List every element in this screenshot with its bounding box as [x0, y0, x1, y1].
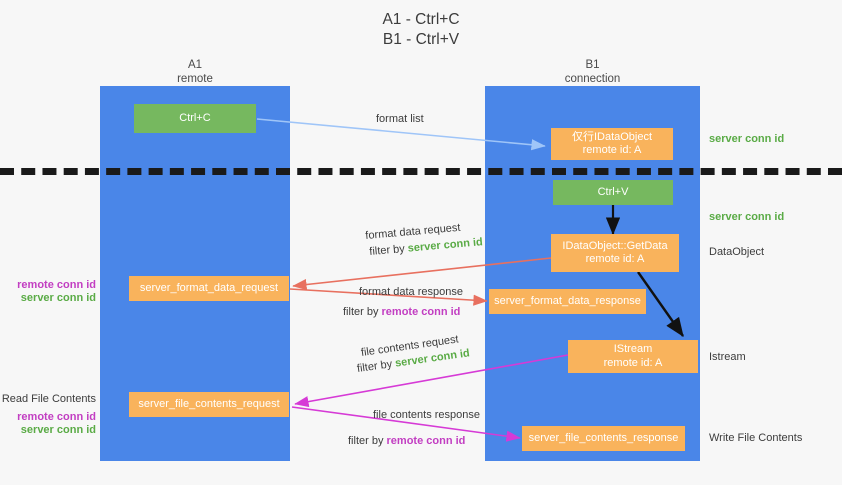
- lane-b1-role: connection: [564, 73, 621, 85]
- lane-header-a1: A1 remote: [100, 58, 290, 86]
- box-ctrl-v[interactable]: Ctrl+V: [553, 180, 673, 205]
- label-filter-by-2: filter by: [343, 306, 379, 318]
- box-server-format-data-response-label: server_format_data_response: [494, 294, 641, 307]
- side-label-server-conn-id-top: server conn id: [709, 133, 785, 145]
- side-label-read-file-contents: Read File Contents: [1, 393, 96, 405]
- lane-b1-name: B1: [585, 59, 600, 71]
- side-label-dataobject: DataObject: [709, 246, 765, 258]
- label-format-data-response: format data response: [359, 285, 463, 299]
- label-filter-by-4: filter by: [348, 435, 384, 447]
- box-ctrl-c-label: Ctrl+C: [179, 111, 211, 124]
- label-filter-by-1: filter by: [368, 242, 406, 259]
- box-getdata-label: IDataObject::GetData: [562, 239, 668, 252]
- label-file-contents-response-line1: file contents response: [373, 409, 481, 421]
- lane-header-b1: B1 connection: [485, 58, 700, 86]
- box-idataobject[interactable]: 仅行IDataObject remote id: A: [551, 128, 673, 160]
- box-server-file-contents-request[interactable]: server_file_contents_request: [129, 392, 289, 417]
- side-label-server-conn-id-upper: server conn id: [20, 292, 96, 304]
- box-idataobject-remote-id: remote id: A: [582, 144, 642, 156]
- box-server-file-contents-request-label: server_file_contents_request: [138, 397, 280, 410]
- box-server-file-contents-response[interactable]: server_file_contents_response: [522, 426, 685, 451]
- label-file-contents-response-filter: filter by remote conn id: [348, 434, 465, 448]
- box-getdata[interactable]: IDataObject::GetData remote id: A: [551, 234, 679, 272]
- label-remote-conn-id-2: remote conn id: [386, 435, 466, 447]
- title-line-1: A1 - Ctrl+C: [382, 11, 460, 28]
- label-file-contents-response: file contents response: [373, 408, 480, 422]
- side-label-server-conn-id-mid: server conn id: [709, 211, 785, 223]
- box-ctrl-c[interactable]: Ctrl+C: [134, 104, 256, 133]
- side-label-istream: Istream: [709, 351, 746, 363]
- page-title: A1 - Ctrl+C B1 - Ctrl+V: [0, 10, 842, 50]
- box-ctrl-v-label: Ctrl+V: [597, 185, 629, 198]
- side-label-write-file-contents: Write File Contents: [709, 432, 803, 444]
- lane-a1-name: A1: [187, 59, 203, 71]
- lane-a1-role: remote: [177, 73, 213, 85]
- side-label-server-conn-id-lower: server conn id: [20, 424, 96, 436]
- box-istream-label: IStream: [613, 343, 653, 355]
- label-filter-by-3: filter by: [356, 358, 393, 376]
- label-format-data-response-filter: filter by remote conn id: [343, 305, 460, 319]
- label-server-conn-id-1: server conn id: [407, 236, 484, 255]
- box-server-file-contents-response-label: server_file_contents_response: [528, 431, 679, 444]
- box-server-format-data-request-label: server_format_data_request: [139, 281, 279, 294]
- box-server-format-data-response[interactable]: server_format_data_response: [489, 289, 646, 314]
- box-server-format-data-request[interactable]: server_format_data_request: [129, 276, 289, 301]
- box-getdata-remote-id: remote id: A: [585, 253, 645, 265]
- title-line-2: B1 - Ctrl+V: [382, 31, 460, 48]
- box-idataobject-label: 仅行IDataObject: [571, 130, 653, 143]
- label-remote-conn-id-1: remote conn id: [381, 306, 461, 318]
- label-format-list: format list: [376, 113, 424, 125]
- label-format-data-response-line1: format data response: [359, 286, 463, 298]
- box-istream-remote-id: remote id: A: [603, 356, 663, 369]
- section-divider: [0, 168, 842, 175]
- side-label-remote-conn-id-upper: remote conn id: [17, 279, 96, 291]
- box-istream[interactable]: IStream remote id: A: [568, 340, 698, 373]
- side-label-remote-conn-id-lower: remote conn id: [17, 411, 96, 423]
